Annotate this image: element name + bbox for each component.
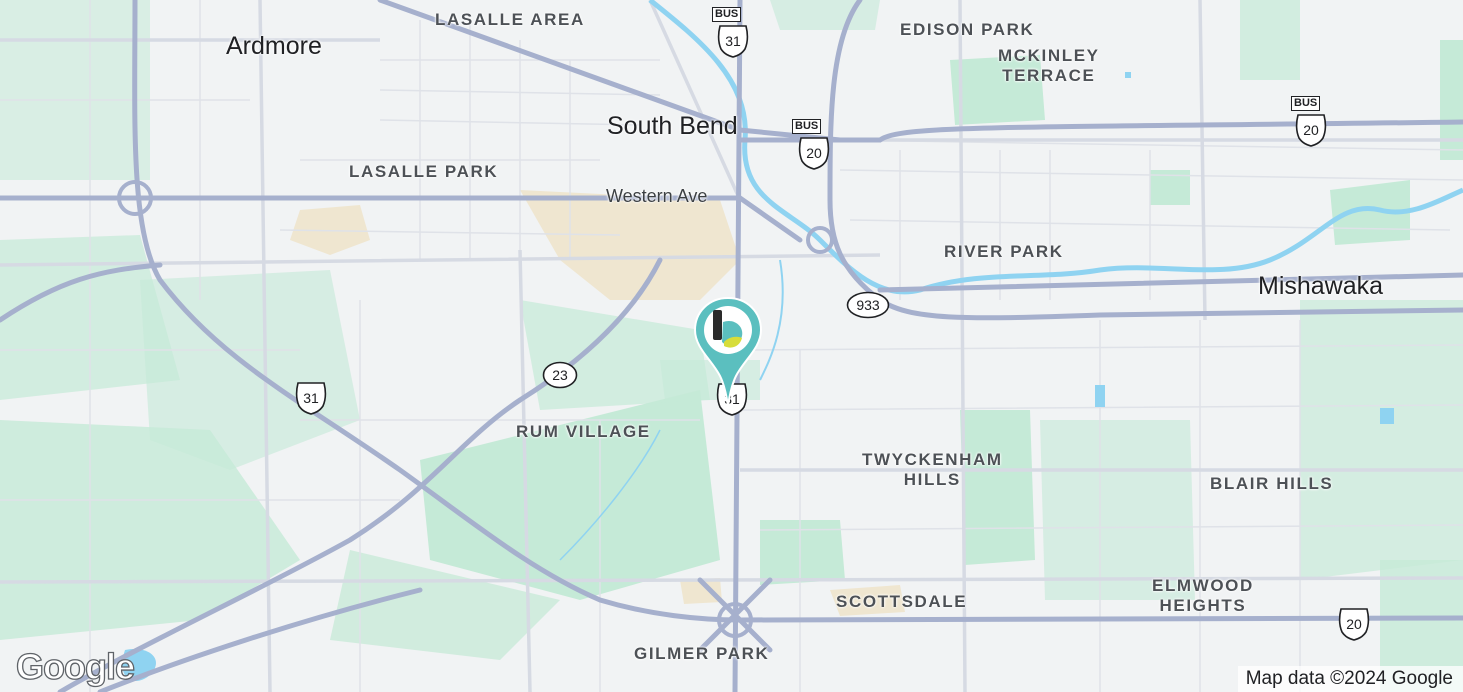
bus-route-plate: BUS	[712, 7, 742, 22]
state-route-shield-23: 23	[542, 361, 578, 389]
location-pin-icon[interactable]	[692, 296, 764, 408]
city-label-mishawaka: Mishawaka	[1258, 272, 1384, 300]
neighborhood-label-lasalle-area: LASALLE AREA	[435, 10, 585, 29]
google-logo[interactable]: Google	[15, 645, 135, 687]
neighborhood-label-lasalle-park: LASALLE PARK	[349, 162, 499, 181]
us-route-shield-31: 31	[717, 24, 749, 58]
neighborhood-label-twyckenham-hills: TWYCKENHAM HILLS	[862, 450, 1003, 489]
ponds	[122, 72, 1394, 682]
neighborhood-label-rum-village: RUM VILLAGE	[516, 422, 651, 441]
us-route-shield-20: 20	[1295, 113, 1327, 147]
neighborhood-label-gilmer-park: GILMER PARK	[634, 644, 770, 663]
us-route-shield-20: 20	[1338, 607, 1370, 641]
city-label-ardmore: Ardmore	[226, 32, 322, 60]
bus-route-plate: BUS	[792, 119, 822, 134]
neighborhood-label-edison-park: EDISON PARK	[900, 20, 1035, 39]
neighborhood-label-river-park: RIVER PARK	[944, 242, 1064, 261]
neighborhood-label-blair-hills: BLAIR HILLS	[1210, 474, 1334, 493]
neighborhood-label-scottsdale: SCOTTSDALE	[836, 592, 968, 611]
bus-route-plate: BUS	[1291, 96, 1321, 111]
city-label-south-bend: South Bend	[607, 112, 738, 140]
neighborhood-label-elmwood-heights: ELMWOOD HEIGHTS	[1152, 576, 1254, 615]
map-attribution[interactable]: Map data ©2024 Google	[1237, 666, 1463, 692]
interchanges	[117, 180, 834, 638]
neighborhood-label-mckinley-terrace: MCKINLEY TERRACE	[998, 46, 1100, 85]
us-route-shield-20: 20	[798, 136, 830, 170]
street-label-western-ave: Western Ave	[606, 186, 708, 206]
us-route-shield-31: 31	[295, 381, 327, 415]
state-route-shield-933: 933	[846, 291, 890, 319]
